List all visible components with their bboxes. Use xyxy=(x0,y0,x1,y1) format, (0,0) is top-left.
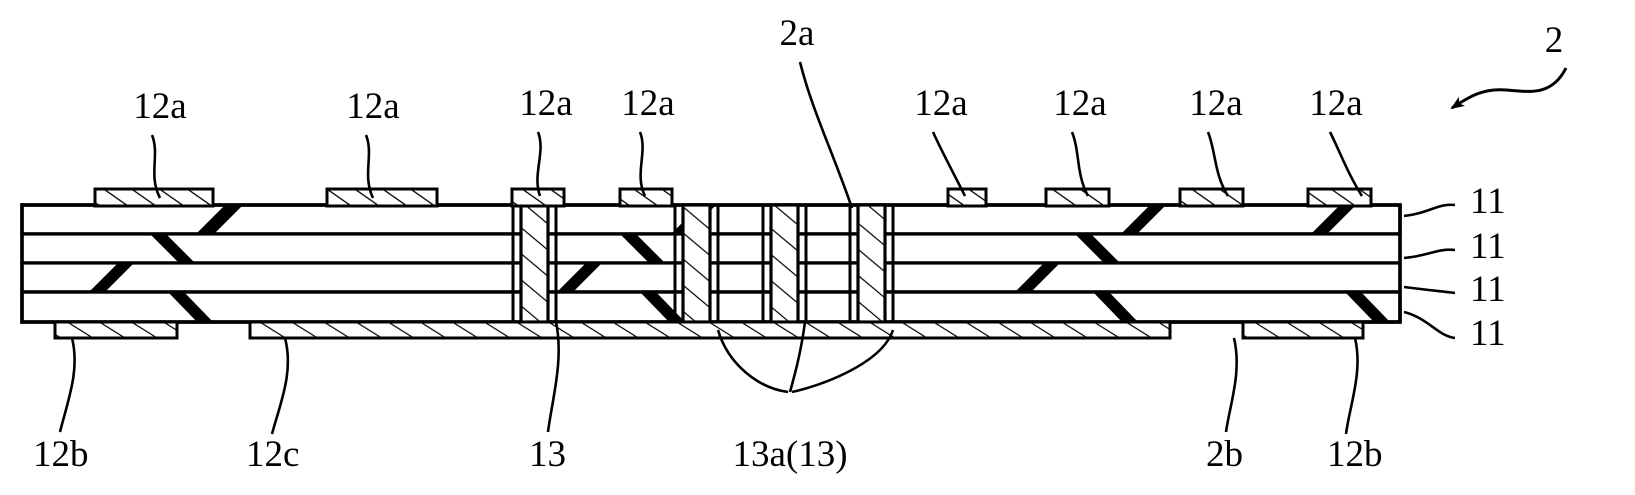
label-12a: 12a xyxy=(914,83,967,124)
label-12b: 12b xyxy=(33,434,89,475)
assembly-arrow xyxy=(1450,67,1568,110)
label-assembly: 2 xyxy=(1545,20,1564,61)
labels-top: 12a 12a 12a 12a 2a 12a 12a 12a 12a xyxy=(133,13,1362,127)
label-2b: 2b xyxy=(1206,434,1243,475)
right-leader-lines xyxy=(1403,203,1456,340)
bottom-pad-left xyxy=(53,320,179,340)
via-13a-3 xyxy=(856,203,887,324)
top-pad xyxy=(93,187,215,208)
label-12b: 12b xyxy=(1327,434,1383,475)
label-11: 11 xyxy=(1470,313,1506,354)
top-leader-lines xyxy=(150,61,1364,209)
label-12a: 12a xyxy=(346,86,399,127)
labels-right: 11 11 11 11 xyxy=(1470,181,1506,354)
label-13a: 13a(13) xyxy=(732,434,847,475)
label-12a: 12a xyxy=(1309,83,1362,124)
label-11: 11 xyxy=(1470,181,1506,222)
top-pad xyxy=(1306,187,1373,208)
top-pad xyxy=(946,187,988,208)
top-pad xyxy=(325,187,439,208)
label-12a: 12a xyxy=(1189,83,1242,124)
label-2: 2 xyxy=(1545,20,1564,61)
bottom-pad-right xyxy=(1241,320,1365,340)
bottom-leader-lines xyxy=(58,321,1359,435)
top-pad xyxy=(1178,187,1245,208)
label-12a: 12a xyxy=(519,83,572,124)
label-11: 11 xyxy=(1470,269,1506,310)
via-13a-1 xyxy=(681,203,712,324)
bottom-resist-group xyxy=(53,320,1365,340)
label-13: 13 xyxy=(529,434,566,475)
label-12a: 12a xyxy=(133,86,186,127)
bottom-resist-main xyxy=(248,320,1172,340)
label-12a: 12a xyxy=(1053,83,1106,124)
via-13 xyxy=(519,203,550,324)
top-pad xyxy=(618,187,674,208)
top-pad xyxy=(1044,187,1111,208)
label-2a: 2a xyxy=(780,13,815,54)
label-12c: 12c xyxy=(246,434,299,475)
labels-bottom: 12b 12c 13 13a(13) 2b 12b xyxy=(33,434,1383,475)
label-11: 11 xyxy=(1470,226,1506,267)
via-13a-2 xyxy=(769,203,800,324)
top-pads-group xyxy=(93,187,1373,208)
through-vias xyxy=(511,203,895,324)
label-12a: 12a xyxy=(621,83,674,124)
